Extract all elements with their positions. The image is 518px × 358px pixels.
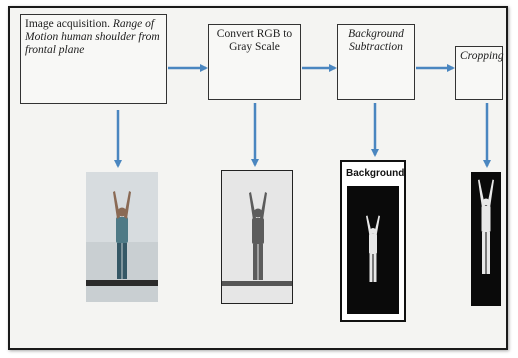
step-acquisition-detail: Range of Motion human shoulder from fron… xyxy=(25,18,160,56)
photo-rgb xyxy=(86,172,158,302)
photo-grayscale-floor-bar xyxy=(222,281,292,286)
step-cropping-label: Cropping xyxy=(460,50,504,62)
background-mask xyxy=(347,186,399,314)
step-acquisition-label: Image acquisition. xyxy=(25,18,110,30)
cropped-silhouette xyxy=(478,179,494,274)
cropped-background xyxy=(471,172,501,306)
photo-grayscale-person xyxy=(249,192,267,280)
step-subtraction-label: Background Subtraction xyxy=(348,28,404,53)
mask-silhouette xyxy=(366,215,380,282)
step-grayscale-label: Convert RGB to Gray Scale xyxy=(216,28,293,53)
photo-grayscale xyxy=(221,170,293,304)
photo-background-subtraction: Background xyxy=(340,160,406,322)
step-image-acquisition: Image acquisition. Range of Motion human… xyxy=(20,14,167,104)
photo-rgb-person xyxy=(113,191,131,279)
step-background-subtraction: Background Subtraction xyxy=(337,24,415,100)
background-caption: Background xyxy=(346,168,405,179)
step-cropping: Cropping xyxy=(455,46,504,100)
photo-rgb-floor-bar xyxy=(86,280,158,286)
step-convert-grayscale: Convert RGB to Gray Scale xyxy=(208,24,301,100)
photo-cropped xyxy=(471,172,501,306)
